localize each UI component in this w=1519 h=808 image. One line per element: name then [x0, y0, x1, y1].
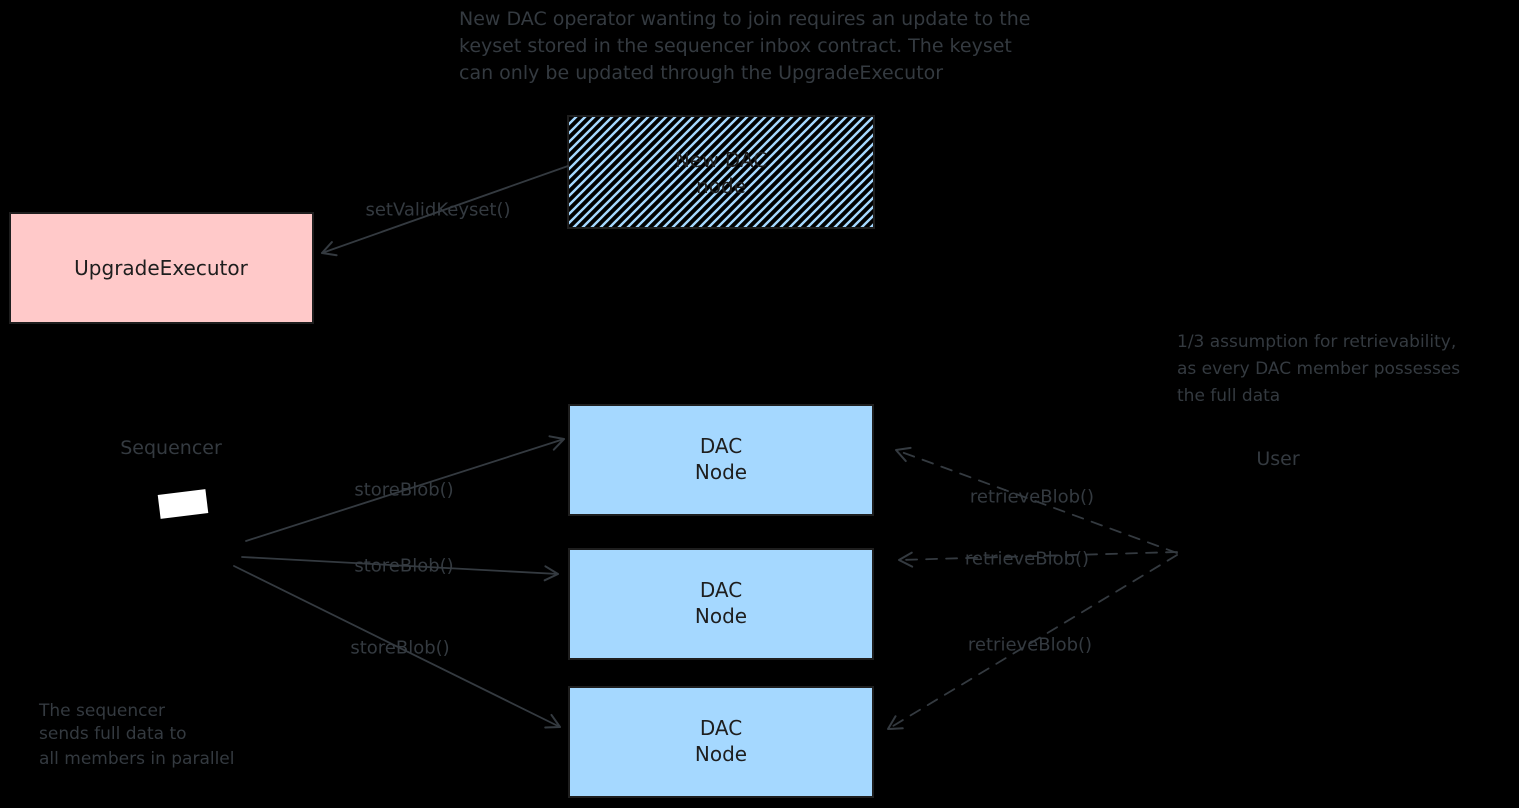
dac-node-1-rect: [568, 404, 874, 516]
note-keyset-update-line1: New DAC operator wanting to join require…: [459, 8, 1030, 30]
note-parallel-line1: The sequencer: [38, 701, 165, 721]
label-set-valid-keyset: setValidKeyset(): [365, 200, 510, 221]
arrow-retrieve-blob-2: [898, 551, 1178, 568]
dac-node-3-label-line2: Node: [695, 742, 747, 766]
dac-node-3-rect: [568, 686, 874, 798]
arrow-store-blob-2: [241, 556, 559, 582]
dac-node-2-label-line2: Node: [695, 604, 747, 628]
arrow-store-blob-3: [233, 565, 561, 729]
label-store-blob-1: storeBlob(): [354, 480, 453, 501]
box-new-dac-node: New DAC node: [567, 115, 875, 229]
label-retrieve-blob-3: retrieveBlob(): [968, 635, 1092, 656]
box-upgrade-executor: UpgradeExecutor: [9, 212, 314, 324]
new-dac-node-label-line2: node: [696, 174, 746, 198]
note-parallel-line3: all members in parallel: [39, 749, 235, 769]
note-parallel-line2: sends full data to: [39, 724, 187, 744]
upgrade-executor-label: UpgradeExecutor: [74, 256, 248, 280]
arrow-store-blob-1: [245, 435, 565, 542]
note-parallel: The sequencer sends full data to all mem…: [38, 701, 235, 769]
note-retrievability-line2: as every DAC member possesses: [1177, 359, 1460, 379]
dac-node-3-label-line1: DAC: [700, 716, 742, 740]
box-dac-node-1: DAC Node: [568, 404, 874, 516]
new-dac-node-rect: [567, 115, 875, 229]
label-retrieve-blob-1: retrieveBlob(): [970, 487, 1094, 508]
note-keyset-update: New DAC operator wanting to join require…: [459, 8, 1030, 84]
dac-node-2-label-line1: DAC: [700, 578, 742, 602]
dac-node-2-rect: [568, 548, 874, 660]
note-retrievability: 1/3 assumption for retrievability, as ev…: [1177, 332, 1460, 406]
note-keyset-update-line3: can only be updated through the UpgradeE…: [459, 62, 943, 84]
note-retrievability-line1: 1/3 assumption for retrievability,: [1177, 332, 1456, 352]
box-dac-node-2: DAC Node: [568, 548, 874, 660]
label-store-blob-3: storeBlob(): [350, 638, 449, 659]
sequencer-label: Sequencer: [120, 437, 222, 459]
dac-node-1-label-line1: DAC: [700, 434, 742, 458]
sequencer-shape: [157, 489, 209, 519]
box-dac-node-3: DAC Node: [568, 686, 874, 798]
label-store-blob-2: storeBlob(): [354, 556, 453, 577]
note-retrievability-line3: the full data: [1177, 386, 1280, 406]
user-label: User: [1256, 448, 1299, 470]
arrow-set-valid-keyset: [321, 165, 569, 257]
upgrade-executor-rect: [9, 212, 314, 324]
label-retrieve-blob-2: retrieveBlob(): [965, 549, 1089, 570]
arrow-retrieve-blob-1: [895, 446, 1178, 554]
new-dac-node-label-line1: New DAC: [675, 148, 767, 172]
arrow-retrieve-blob-3: [887, 554, 1178, 730]
dac-node-1-label-line2: Node: [695, 460, 747, 484]
note-keyset-update-line2: keyset stored in the sequencer inbox con…: [459, 35, 1012, 57]
